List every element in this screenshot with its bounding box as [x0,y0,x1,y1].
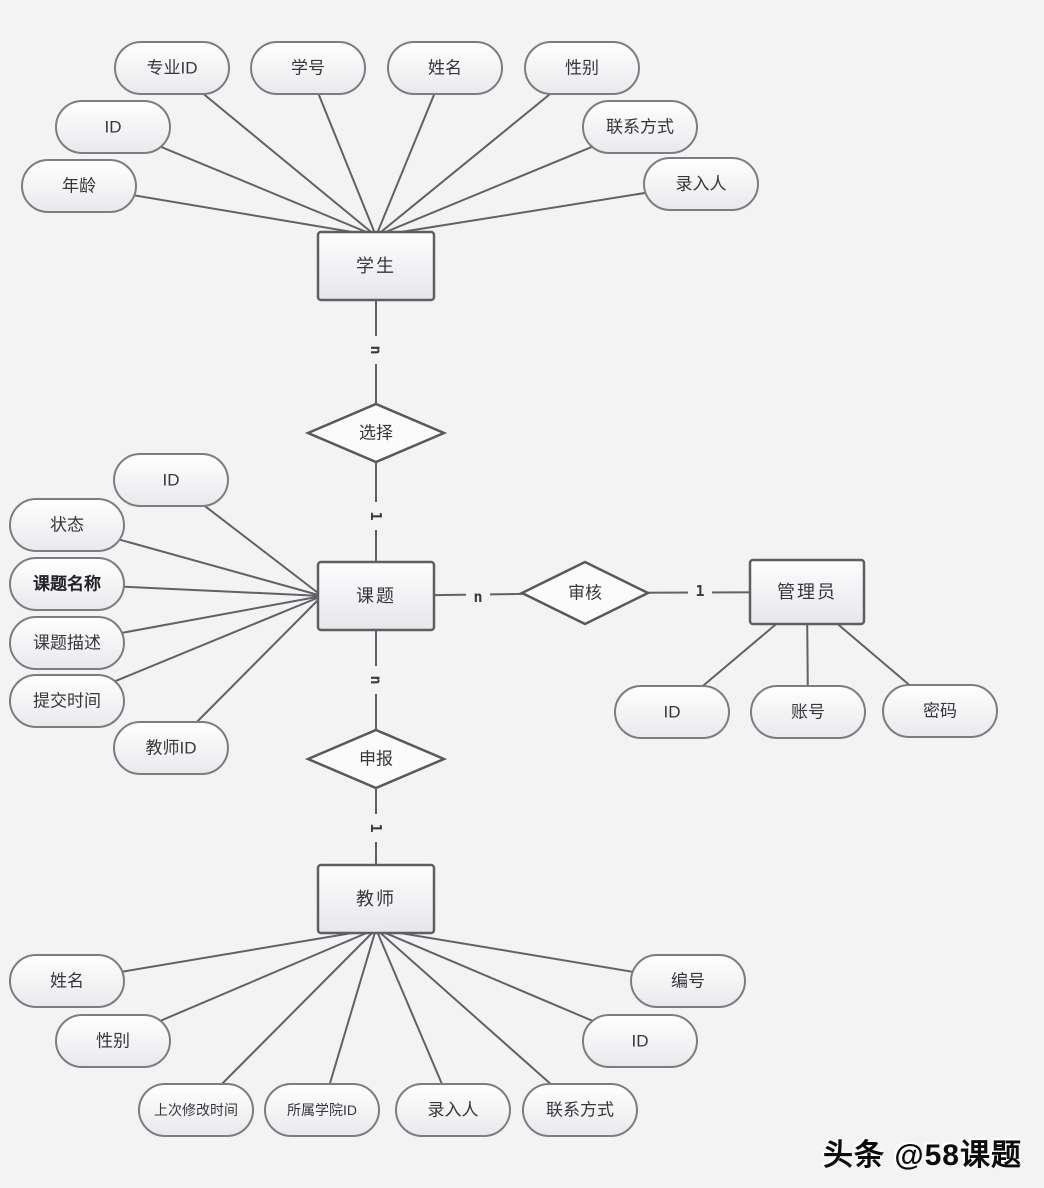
attr-label: 所属学院ID [287,1102,357,1118]
attr-teacher-entered-by: 录入人 [395,1083,511,1137]
attr-label: 姓名 [428,59,462,78]
relationship-declare: 申报 [304,728,448,790]
attr-label: 密码 [923,702,957,721]
relationship-review: 审核 [519,560,651,626]
cardinality-select-n: n [367,345,385,354]
attr-label: 学号 [291,59,325,78]
cardinality-review-1: 1 [695,582,704,600]
attr-label: 状态 [50,516,84,535]
attr-label: ID [105,118,122,137]
attr-student-contact: 联系方式 [582,100,698,154]
attr-label: 上次修改时间 [154,1102,238,1118]
relationship-select: 选择 [304,402,448,464]
entity-teacher: 教师 [316,863,436,935]
entity-label: 管理员 [777,582,837,602]
attr-teacher-contact: 联系方式 [522,1083,638,1137]
attr-label: 账号 [791,703,825,722]
entity-label: 教师 [356,889,396,909]
attr-label: 课题名称 [33,574,101,594]
entity-student: 学生 [316,230,436,302]
attr-topic-name: 课题名称 [9,557,125,611]
attr-label: 课题描述 [33,634,101,653]
entity-label: 学生 [356,256,396,276]
relationship-label: 选择 [359,424,393,443]
attr-label: 姓名 [50,972,84,991]
attr-topic-desc: 课题描述 [9,616,125,670]
attr-label: ID [163,471,180,490]
entity-admin: 管理员 [748,558,866,626]
attr-teacher-college-id: 所属学院ID [264,1083,380,1137]
attr-student-entered-by: 录入人 [643,157,759,211]
attr-label: 编号 [671,972,705,991]
attr-label: 录入人 [428,1101,479,1120]
attr-topic-id: ID [113,453,229,507]
attr-topic-teacher-id: 教师ID [113,721,229,775]
attr-label: 联系方式 [546,1101,614,1120]
attr-label: 教师ID [146,739,197,758]
relationship-label: 审核 [568,584,602,603]
attr-label: 提交时间 [33,692,101,711]
attr-admin-password: 密码 [882,684,998,738]
entity-topic: 课题 [316,560,436,632]
entity-label: 课题 [356,586,396,606]
attr-label: 录入人 [676,175,727,194]
attr-teacher-id: ID [582,1014,698,1068]
attr-topic-submit-time: 提交时间 [9,674,125,728]
attr-label: 性别 [96,1032,130,1051]
attr-student-major-id: 专业ID [114,41,230,95]
attr-student-id: ID [55,100,171,154]
attr-admin-id: ID [614,685,730,739]
cardinality-review-n: n [473,588,482,606]
attr-student-student-no: 学号 [250,41,366,95]
attr-label: ID [664,703,681,722]
cardinality-labels: n 1 n 1 n 1 [367,336,712,842]
attr-label: 年龄 [62,177,96,196]
attr-teacher-number: 编号 [630,954,746,1008]
attr-admin-account: 账号 [750,685,866,739]
attr-label: 专业ID [147,59,198,78]
attr-label: 性别 [565,59,599,78]
watermark: 头条 @58课题 [823,1139,1022,1172]
cardinality-declare-n: n [367,675,385,684]
attr-student-name: 姓名 [387,41,503,95]
attr-label: 联系方式 [606,118,674,137]
attr-student-gender: 性别 [524,41,640,95]
cardinality-declare-1: 1 [367,823,385,832]
attr-teacher-last-modified: 上次修改时间 [138,1083,254,1137]
attr-label: ID [632,1032,649,1051]
relationship-label: 申报 [359,750,393,769]
attr-topic-status: 状态 [9,498,125,552]
cardinality-select-1: 1 [367,511,385,520]
attr-teacher-name: 姓名 [9,954,125,1008]
attr-teacher-gender: 性别 [55,1014,171,1068]
attr-student-age: 年龄 [21,159,137,213]
